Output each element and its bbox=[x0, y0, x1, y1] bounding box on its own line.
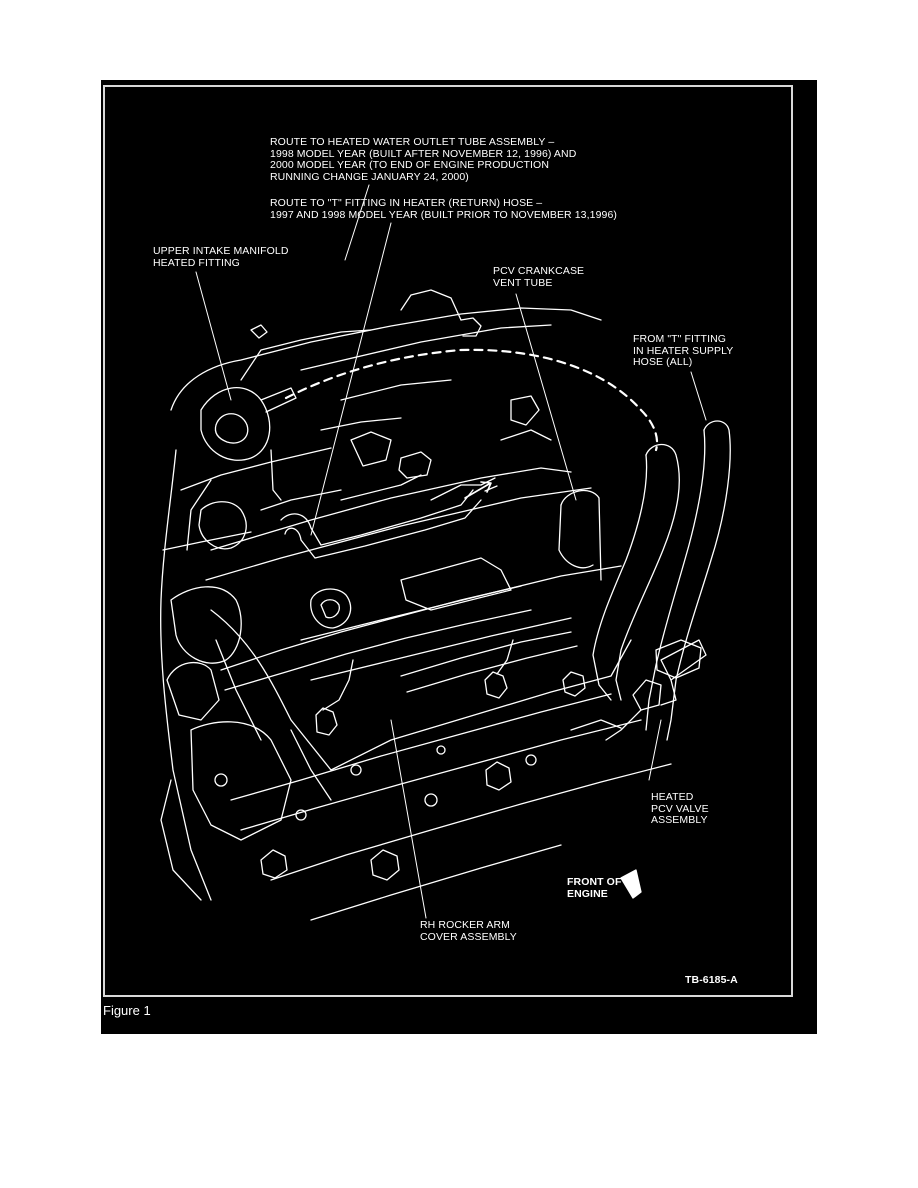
flow-arrow bbox=[464, 481, 492, 499]
bolts bbox=[214, 639, 586, 881]
heater-return-tube bbox=[280, 489, 482, 559]
label-ref-code: TB-6185-A bbox=[685, 974, 738, 986]
pcv-valve bbox=[570, 639, 702, 741]
label-heated-water-outlet: ROUTE TO HEATED WATER OUTLET TUBE ASSEMB… bbox=[270, 136, 577, 183]
dashed-routing-line bbox=[284, 348, 659, 452]
label-upper-intake-manifold: UPPER INTAKE MANIFOLD HEATED FITTING bbox=[153, 245, 289, 269]
label-pcv-crankcase-vent: PCV CRANKCASE VENT TUBE bbox=[493, 265, 585, 289]
label-t-fitting-supply-hose: FROM "T" FITTING IN HEATER SUPPLY HOSE (… bbox=[633, 333, 734, 368]
engine-block bbox=[160, 307, 672, 921]
label-front-of-engine: FRONT OF ENGINE bbox=[567, 876, 622, 900]
upper-intake-manifold bbox=[200, 289, 552, 501]
heater-supply-hoses bbox=[592, 420, 731, 741]
label-heated-pcv-valve: HEATED PCV VALVE ASSEMBLY bbox=[651, 791, 709, 826]
figure-panel: ROUTE TO HEATED WATER OUTLET TUBE ASSEMB… bbox=[101, 80, 817, 1034]
figure-frame bbox=[103, 85, 793, 997]
center-components bbox=[350, 395, 552, 501]
label-rh-rocker-arm-cover: RH ROCKER ARM COVER ASSEMBLY bbox=[420, 919, 517, 943]
rocker-arm-cover bbox=[205, 467, 632, 801]
leader-lines bbox=[195, 184, 707, 919]
figure-caption: Figure 1 bbox=[103, 1003, 151, 1018]
engine-illustration bbox=[160, 184, 731, 921]
label-t-fitting-return-hose: ROUTE TO "T" FITTING IN HEATER (RETURN) … bbox=[270, 197, 617, 221]
pcv-vent-tube bbox=[558, 489, 602, 581]
front-of-engine-arrow bbox=[620, 869, 642, 899]
